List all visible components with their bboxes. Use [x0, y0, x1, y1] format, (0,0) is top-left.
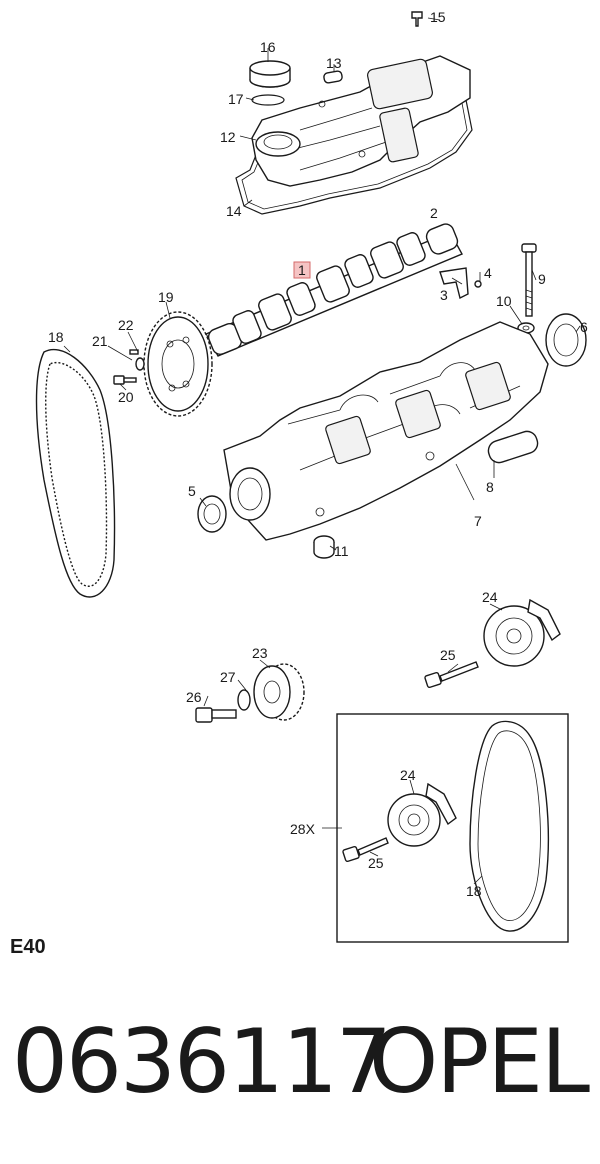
callout-10: 10: [496, 293, 512, 309]
callout-7: 7: [474, 513, 482, 529]
callout-1-highlight: [293, 261, 311, 279]
callout-14: 14: [226, 203, 242, 219]
inset-callout-25: 25: [368, 855, 384, 871]
callout-6: 6: [580, 319, 588, 335]
kit-inset-box: [336, 713, 569, 943]
leader-lines: [63, 17, 581, 885]
brand-name: OPEL: [369, 1010, 590, 1113]
crankshaft-bolt: [195, 707, 237, 723]
camshaft-seal-rear: [545, 313, 587, 367]
oil-filler-cap: [249, 60, 291, 88]
callout-4: 4: [484, 265, 492, 281]
callout-23: 23: [252, 645, 268, 661]
callout-28x: 28X: [290, 821, 316, 837]
callout-8: 8: [486, 479, 494, 495]
sprocket-washer: [135, 357, 145, 371]
callout-19: 19: [158, 289, 174, 305]
cover-bolt: [411, 11, 423, 27]
timing-belt: [35, 348, 116, 598]
callout-26: 26: [186, 689, 202, 705]
callout-13: 13: [326, 55, 342, 71]
sensor-plug: [487, 430, 539, 464]
inset-callout-24: 24: [400, 767, 416, 783]
callout-17: 17: [228, 91, 244, 107]
callout-5: 5: [188, 483, 196, 499]
callout-21: 21: [92, 333, 108, 349]
cap-seal-ring: [251, 94, 285, 106]
part-number: 0636117: [12, 1010, 392, 1113]
callout-18: 18: [48, 329, 64, 345]
section-code: E40: [10, 936, 46, 958]
housing-plug: [313, 535, 335, 559]
callout-20: 20: [118, 389, 134, 405]
tensioner-bolt: [424, 661, 479, 689]
sprocket-pin: [129, 349, 139, 355]
belt-tensioner: [483, 598, 561, 667]
callout-3: 3: [440, 287, 448, 303]
camshaft-bracket: [439, 267, 469, 300]
long-bolt: [521, 243, 537, 317]
sprocket-bolt: [113, 375, 137, 385]
crankshaft-sprocket: [253, 663, 305, 721]
callout-22: 22: [118, 317, 134, 333]
callout-12: 12: [220, 129, 236, 145]
camshaft: [205, 223, 463, 357]
valve-cover: [251, 55, 471, 187]
callout-24: 24: [482, 589, 498, 605]
oil-filler-neck: [255, 131, 301, 157]
callout-15: 15: [430, 9, 446, 25]
callout-11: 11: [334, 543, 349, 559]
camshaft-housing: [223, 321, 549, 541]
bracket-screw: [474, 280, 482, 288]
pcv-connector: [323, 70, 343, 84]
inset-callout-18: 18: [466, 883, 482, 899]
exploded-parts-diagram: 15 16 13 17 12 14 2 1 4 9 3 10 6 19 22 1…: [35, 9, 588, 943]
crankshaft-washer: [237, 689, 251, 711]
callout-2: 2: [430, 205, 438, 221]
callout-27: 27: [220, 669, 236, 685]
camshaft-sprocket: [143, 311, 213, 417]
callout-labels: 15 16 13 17 12 14 2 1 4 9 3 10 6 19 22 1…: [48, 9, 588, 899]
callout-9: 9: [538, 271, 546, 287]
callout-1: 1: [298, 262, 306, 278]
callout-25: 25: [440, 647, 456, 663]
callout-16: 16: [260, 39, 276, 55]
